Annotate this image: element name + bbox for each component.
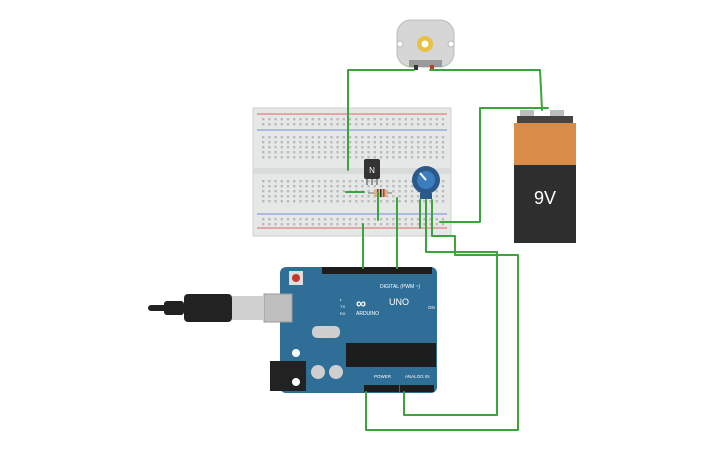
mount-hole <box>292 349 300 357</box>
power-header[interactable] <box>364 385 399 392</box>
battery-terminal-positive[interactable] <box>550 110 564 120</box>
transistor-npn[interactable]: N <box>364 159 380 185</box>
dc-motor[interactable] <box>396 19 455 70</box>
model-label: UNO <box>389 297 409 307</box>
potentiometer[interactable] <box>412 166 440 199</box>
arduino-uno[interactable]: ∞ UNO ARDUINO DIGITAL (PWM ~) POWER ANAL… <box>263 267 437 393</box>
capacitor-2 <box>329 365 343 379</box>
battery-terminal-negative[interactable] <box>520 110 534 120</box>
brand-label: ARDUINO <box>356 311 379 317</box>
l-label: L <box>340 297 343 302</box>
capacitor-1 <box>311 365 325 379</box>
wire-pot-to-power <box>365 199 519 431</box>
digital-header-label: DIGITAL (PWM ~) <box>380 284 420 290</box>
atmega-chip <box>346 343 436 367</box>
on-label: ON <box>428 305 435 310</box>
wire-battery-to-rail <box>439 107 549 223</box>
wire-motor-to-battery <box>429 69 543 111</box>
tx-label: TX <box>340 304 345 309</box>
wire-motor-to-transistor <box>347 69 415 171</box>
battery-label: 9V <box>534 188 556 208</box>
arduino-logo-icon: ∞ <box>356 295 366 311</box>
usb-cable-icon <box>184 294 232 322</box>
analog-header-label: ANALOG IN <box>405 374 430 379</box>
crystal <box>312 326 340 338</box>
usb-cable[interactable] <box>148 294 264 322</box>
wire-pot-wiper-to-analog <box>403 199 498 416</box>
rx-label: RX <box>340 311 346 316</box>
analog-header[interactable] <box>400 385 434 392</box>
digital-header[interactable] <box>322 267 432 274</box>
usb-port[interactable] <box>263 293 293 323</box>
wires[interactable] <box>345 69 549 431</box>
power-header-label: POWER <box>374 374 392 379</box>
dc-jack[interactable] <box>270 361 306 391</box>
transistor-label: N <box>369 166 375 175</box>
battery-9v[interactable]: 9V <box>514 110 576 243</box>
mount-hole <box>292 378 300 386</box>
